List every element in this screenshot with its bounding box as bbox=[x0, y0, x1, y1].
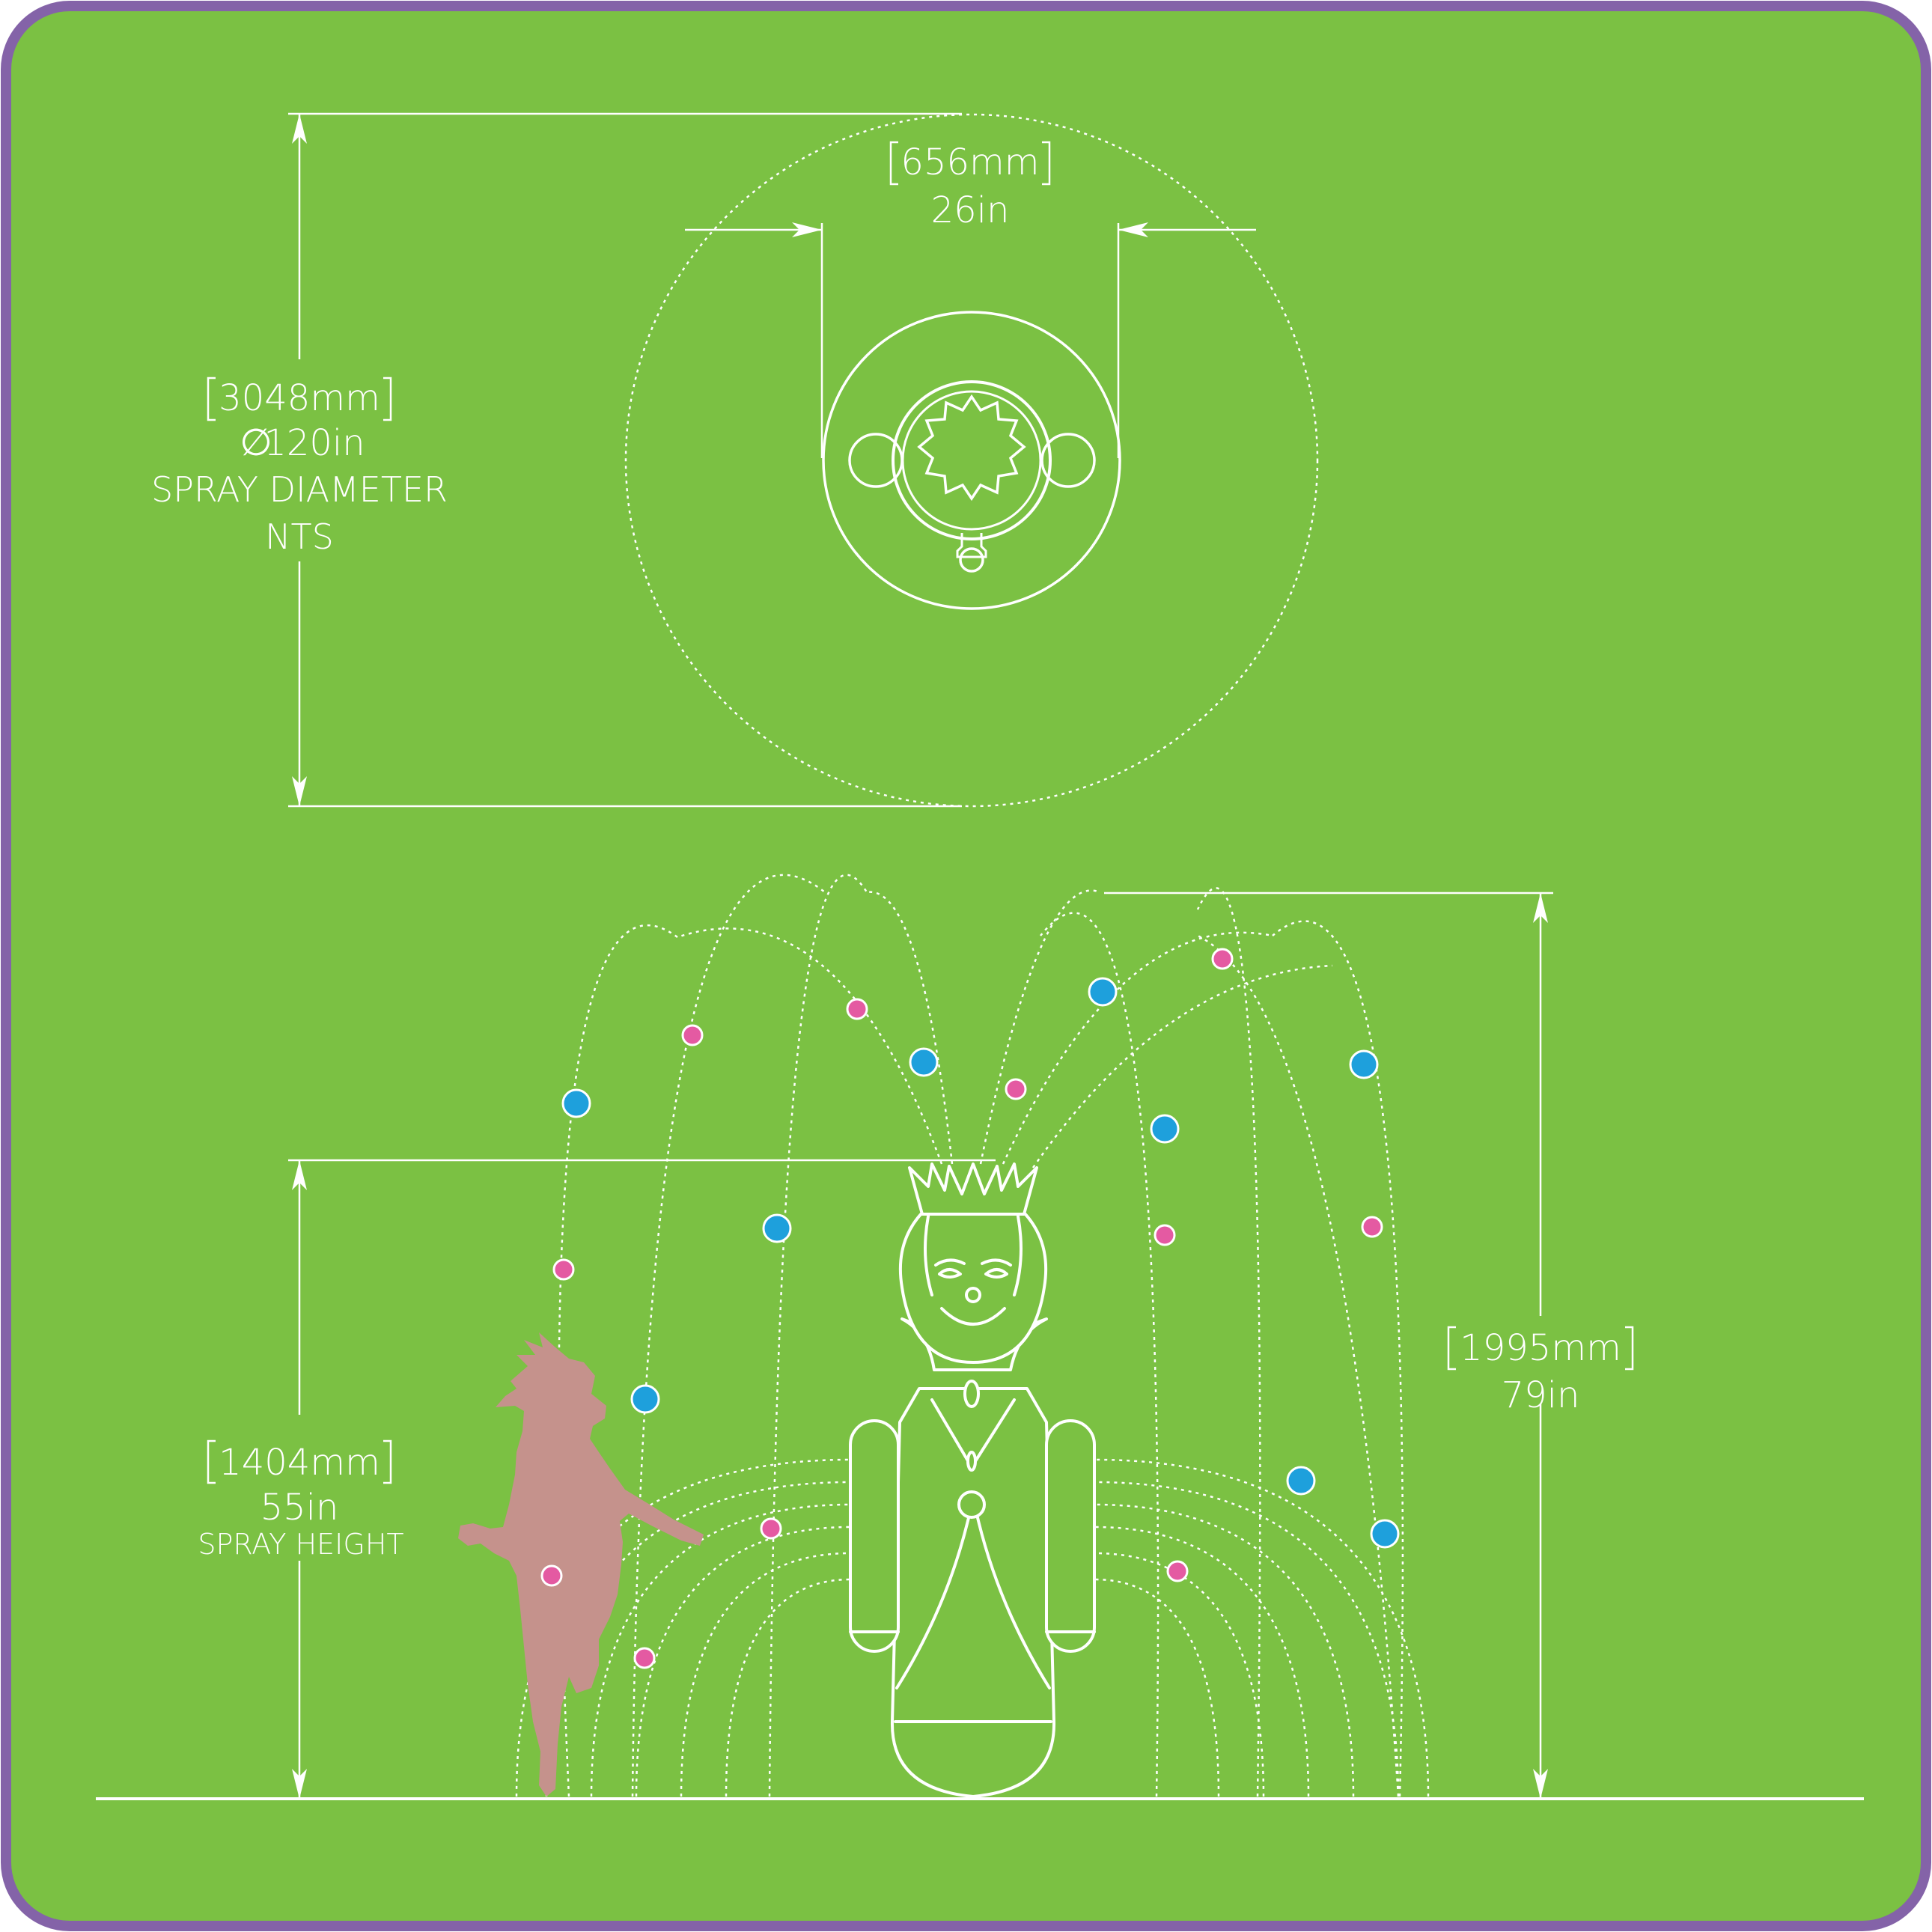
crown-outer-ring bbox=[892, 380, 1052, 540]
robe-pendant bbox=[966, 1451, 977, 1472]
spray-height-metric: 1404mm bbox=[219, 1442, 380, 1484]
droplet-pink-17 bbox=[760, 1517, 782, 1540]
droplet-blue-4 bbox=[909, 1047, 939, 1077]
top-width-imperial: 26in bbox=[931, 189, 1010, 231]
top-width-brackets bbox=[889, 141, 1051, 186]
droplet-pink-18 bbox=[1166, 1560, 1189, 1582]
droplet-pink-12 bbox=[1154, 1224, 1176, 1246]
droplet-blue-1 bbox=[561, 1088, 591, 1118]
droplet-blue-15 bbox=[1286, 1466, 1316, 1496]
total-height-brackets bbox=[1447, 1326, 1634, 1371]
spray-arc-low-right-6 bbox=[1094, 1578, 1220, 1797]
spray-diameter-circle bbox=[624, 113, 1319, 808]
droplet-blue-8 bbox=[1349, 1049, 1379, 1079]
spray-arc-tall-6 bbox=[1272, 920, 1404, 1797]
nts-label: NTS bbox=[265, 516, 334, 557]
spray-arc-tall-7 bbox=[1197, 934, 1400, 1797]
spray-arc-low-left-5 bbox=[680, 1552, 851, 1797]
total-height-metric: 1995mm bbox=[1460, 1327, 1621, 1369]
spray-height-dimension bbox=[288, 1159, 996, 1799]
hand-right-circle bbox=[1040, 433, 1096, 488]
eye-right bbox=[984, 1268, 1008, 1279]
spray-height-label: SPRAY HEIGHT bbox=[198, 1528, 403, 1561]
droplet-pink-5 bbox=[1005, 1078, 1027, 1100]
spray-arc-low-left-6 bbox=[725, 1578, 851, 1797]
spray-arc-low-right-2 bbox=[1094, 1481, 1400, 1797]
droplet-blue-14 bbox=[630, 1384, 660, 1414]
droplet-blue-10 bbox=[762, 1213, 792, 1243]
arm-right bbox=[1045, 1419, 1096, 1653]
spray-diameter-metric: 3048mm bbox=[219, 377, 380, 419]
droplet-blue-16 bbox=[1370, 1519, 1400, 1549]
spray-arc-low-left-3 bbox=[590, 1503, 851, 1797]
spray-arcs bbox=[515, 874, 1430, 1797]
droplet-pink-7 bbox=[1211, 948, 1234, 970]
spray-diameter-label: SPRAY DIAMETER bbox=[151, 469, 448, 510]
brow-right bbox=[981, 1258, 1012, 1267]
arm-left bbox=[849, 1419, 900, 1653]
spray-arc-crown-3 bbox=[979, 889, 1101, 1165]
robe-button bbox=[957, 1490, 986, 1519]
pad-outer-circle bbox=[822, 311, 1121, 610]
child-silhouette-icon bbox=[458, 1332, 704, 1797]
droplet-blue-9 bbox=[1150, 1114, 1180, 1144]
diameter-label-group: 3048mm ∅ 120in SPRAY DIAMETER NTS bbox=[151, 377, 448, 557]
droplet-pink-13 bbox=[1361, 1216, 1383, 1238]
king-figure-icon bbox=[849, 1162, 1096, 1798]
spray-arc-low-left-4 bbox=[635, 1526, 851, 1797]
plan-view bbox=[288, 112, 1319, 808]
spray-arc-crown-5 bbox=[1031, 964, 1333, 1168]
smile bbox=[940, 1307, 1006, 1326]
brow-left bbox=[934, 1258, 966, 1267]
figure-crown bbox=[908, 1162, 1038, 1216]
spray-arc-low-right-4 bbox=[1094, 1526, 1310, 1797]
spray-arc-tall-3 bbox=[768, 874, 868, 1797]
spray-arc-low-right-1 bbox=[1094, 1458, 1430, 1797]
total-height-imperial: 79in bbox=[1502, 1374, 1580, 1416]
droplet-pink-2 bbox=[681, 1024, 704, 1046]
nose-detail bbox=[956, 533, 987, 558]
droplet-blue-6 bbox=[1088, 977, 1118, 1007]
robe-front-right bbox=[973, 1503, 1051, 1689]
spray-arc-low-right-5 bbox=[1094, 1552, 1265, 1797]
diameter-symbol: ∅ bbox=[240, 421, 272, 464]
droplets bbox=[540, 948, 1400, 1669]
eye-left bbox=[938, 1268, 962, 1279]
spray-height-brackets bbox=[207, 1439, 392, 1484]
droplet-pink-11 bbox=[552, 1258, 575, 1281]
spray-arc-crown-1 bbox=[677, 927, 943, 1165]
droplet-pink-3 bbox=[846, 998, 868, 1020]
spray-arc-crown-2 bbox=[866, 891, 954, 1165]
nose-circle bbox=[959, 547, 984, 573]
spray-arc-low-right-3 bbox=[1094, 1503, 1355, 1797]
nose bbox=[965, 1287, 981, 1303]
robe-gem bbox=[963, 1380, 980, 1408]
spray-arc-tall-5 bbox=[1196, 887, 1261, 1797]
spray-arc-low-left-1 bbox=[515, 1458, 851, 1797]
top-width-metric: 656mm bbox=[901, 141, 1039, 183]
spray-arc-tall-4 bbox=[1040, 912, 1159, 1797]
spray-arc-tall-2 bbox=[631, 874, 826, 1797]
crown-inner-ring bbox=[901, 390, 1042, 531]
figure-hair-line-right bbox=[1013, 1215, 1023, 1296]
crown-gear-outline bbox=[917, 394, 1026, 502]
spray-arc-crown-4 bbox=[1002, 931, 1273, 1165]
figure-hair-line bbox=[924, 1215, 933, 1296]
figure-robe bbox=[890, 1387, 1056, 1798]
spray-height-imperial: 55in bbox=[260, 1487, 339, 1529]
spray-diameter-imperial: 120in bbox=[263, 422, 365, 464]
robe-front-left bbox=[895, 1503, 973, 1689]
droplet-pink-19 bbox=[540, 1564, 563, 1587]
droplet-pink-20 bbox=[633, 1647, 656, 1669]
total-height-dimension bbox=[1104, 892, 1553, 1799]
spray-diameter-brackets bbox=[207, 377, 392, 421]
